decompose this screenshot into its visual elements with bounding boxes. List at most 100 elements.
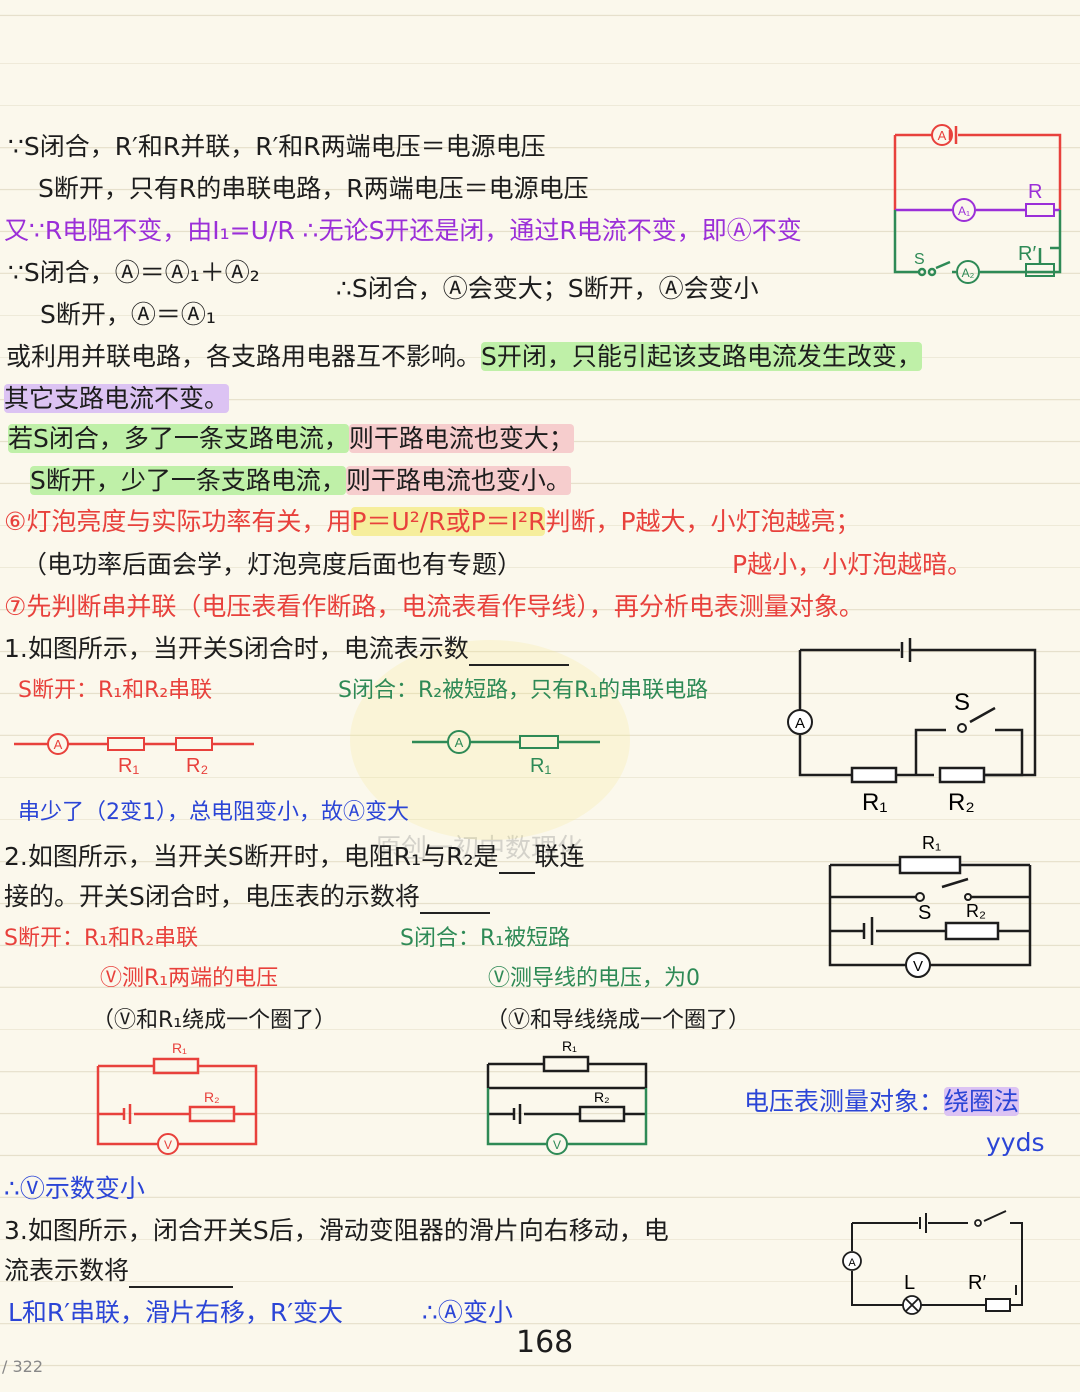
resistor-R2-icon <box>938 766 986 784</box>
q2-conclusion: ∴Ⓥ示数变小 <box>4 1174 145 1203</box>
line-6a: 或利用并联电路，各支路用电器互不影响。 <box>6 342 482 371</box>
line-7-text: 其它支路电流不变。 <box>4 384 230 413</box>
circuit-q3: A L R′ <box>842 1210 1023 1315</box>
label-R2: R₂ <box>186 755 208 777</box>
resistor-R1-icon <box>898 855 962 875</box>
line-10: ⑥灯泡亮度与实际功率有关，用P＝U²/R或P＝I²R判断，P越大，小灯泡越亮； <box>4 505 861 539</box>
ammeter-icon: A <box>787 709 813 735</box>
line-9: S断开，少了一条支路电流，则干路电流也变小。 <box>30 464 571 498</box>
ammeter-icon: A <box>447 730 471 754</box>
svg-text:V: V <box>913 958 923 975</box>
q1-conclusion: 串少了（2变1），总电阻变小，故Ⓐ变大 <box>18 800 409 825</box>
ammeter-A1-icon: A₁ <box>952 198 976 222</box>
question-2-line1: 2.如图所示，当开关S断开时，电阻R₁与R₂是 联连 <box>4 840 585 874</box>
voltmeter-tip: 电压表测量对象：绕圈法 <box>744 1085 1020 1119</box>
resistor-R1-icon <box>519 735 559 749</box>
voltmeter-icon: V <box>546 1133 568 1155</box>
label-R1: R₁ <box>562 1038 577 1054</box>
watermark: 原创一初中数理化 <box>375 834 584 864</box>
question-2-text-b: 接的。开关S闭合时，电压表的示数将 <box>4 882 420 911</box>
q2-open-measure: Ⓥ测R₁两端的电压 <box>100 966 279 991</box>
resistor-R-icon <box>1025 203 1055 217</box>
page-total: / 322 <box>2 1357 44 1376</box>
answer-blank <box>419 886 490 914</box>
rheostat-R-prime-icon <box>985 1298 1011 1312</box>
svg-text:V: V <box>553 1138 561 1152</box>
resistor-R2-icon <box>175 737 213 751</box>
resistor-R1-icon <box>542 1055 590 1073</box>
svg-text:A: A <box>848 1257 856 1269</box>
label-S: S <box>954 689 970 716</box>
q2-open-loop: （Ⓥ和R₁绕成一个圈了） <box>92 1008 337 1033</box>
line-12: ⑦先判断串并联（电压表看作断路，电流表看作导线），再分析电表测量对象。 <box>4 592 864 621</box>
q3-conclusion: ∴Ⓐ变小 <box>422 1298 513 1327</box>
switch-icon <box>974 1219 982 1227</box>
line-4b: ∴S闭合，Ⓐ会变大；S断开，Ⓐ会变小 <box>336 274 759 303</box>
label-R-prime: R′ <box>968 1272 986 1294</box>
label-S: S <box>914 251 925 268</box>
resistor-R1-icon <box>152 1057 200 1075</box>
line-8b: 则干路电流也变大； <box>348 424 574 453</box>
circuit-q1-open: A R₁ R₂ <box>14 733 254 777</box>
line-6: 或利用并联电路，各支路用电器互不影响。S开闭，只能引起该支路电流发生改变， <box>6 340 922 374</box>
q2-closed-loop: （Ⓥ和导线绕成一个圈了） <box>486 1008 751 1033</box>
line-10c: 判断，P越大，小灯泡越亮； <box>545 507 861 536</box>
line-4: ∵S闭合，Ⓐ＝Ⓐ₁＋Ⓐ₂ <box>8 258 260 287</box>
svg-text:A: A <box>54 737 63 752</box>
loop-method: 绕圈法 <box>944 1087 1020 1116</box>
svg-text:A: A <box>795 715 805 732</box>
ammeter-A2-icon: A₂ <box>956 260 980 284</box>
line-8a: 若S闭合，多了一条支路电流， <box>8 424 349 453</box>
line-10a: ⑥灯泡亮度与实际功率有关，用 <box>4 507 352 536</box>
question-3-text-b: 流表示数将 <box>4 1256 130 1285</box>
label-R-prime: R′ <box>1018 243 1036 265</box>
q1-open-note: S断开：R₁和R₂串联 <box>18 678 213 703</box>
label-R2: R₂ <box>948 789 975 816</box>
answer-blank <box>498 846 535 874</box>
svg-text:A₂: A₂ <box>962 266 975 280</box>
watermark-emoji <box>350 640 630 840</box>
label-R1: R₁ <box>530 755 551 777</box>
switch-S-icon <box>917 267 937 277</box>
label-R2: R₂ <box>204 1089 220 1105</box>
label-S: S <box>918 902 931 924</box>
yyds-note: yyds <box>986 1128 1045 1157</box>
circuit-q1-closed: A R₁ <box>412 730 600 777</box>
question-1: 1.如图所示，当开关S闭合时，电流表示数 <box>4 632 569 666</box>
line-3: 又∵R电阻不变，由I₁=U/R ∴无论S开还是闭，通过R电流不变，即Ⓐ不变 <box>4 216 802 245</box>
svg-text:V: V <box>164 1138 172 1152</box>
resistor-R2-icon <box>578 1105 626 1123</box>
rheostat-R-prime-icon <box>1025 263 1055 277</box>
ammeter-icon: A <box>842 1251 862 1271</box>
question-3-line1: 3.如图所示，闭合开关S后，滑动变阻器的滑片向右移动，电 <box>4 1216 669 1245</box>
line-9a: S断开，少了一条支路电流， <box>30 466 346 495</box>
line-2: S断开，只有R的串联电路，R两端电压＝电源电压 <box>38 174 589 203</box>
power-formula: P＝U²/R或P＝I²R <box>351 507 546 536</box>
resistor-R2-icon <box>188 1105 236 1123</box>
lamp-L-icon <box>902 1295 922 1315</box>
question-3-line2: 流表示数将 <box>4 1254 234 1288</box>
switch-icon <box>915 892 972 902</box>
page-number: 168 <box>516 1325 574 1360</box>
q1-closed-note: S闭合：R₂被短路，只有R₁的串联电路 <box>338 678 709 703</box>
line-7: 其它支路电流不变。 <box>4 382 230 416</box>
label-R1: R₁ <box>862 789 887 816</box>
question-2-text-a2: 联连 <box>534 842 585 871</box>
ammeter-A-icon: A <box>931 124 953 146</box>
circuit-q2: R₁ S R₂ V <box>828 833 1032 978</box>
line-6b: S开闭，只能引起该支路电流发生改变， <box>481 342 922 371</box>
q2-closed-note: S闭合：R₁被短路 <box>400 926 571 951</box>
question-2-text-a: 2.如图所示，当开关S断开时，电阻R₁与R₂是 <box>4 842 499 871</box>
circuit-q2-open: R₁ R₂ V <box>96 1040 258 1155</box>
voltmeter-icon: V <box>905 952 931 978</box>
label-L: L <box>904 1272 915 1294</box>
circuit-parallel: A A₁ R S A₂ R′ <box>893 124 1062 284</box>
answer-blank <box>129 1260 234 1288</box>
voltmeter-icon: V <box>157 1133 179 1155</box>
label-R2: R₂ <box>594 1089 610 1105</box>
label-R2: R₂ <box>966 901 986 921</box>
line-9b: 则干路电流也变小。 <box>345 466 571 495</box>
circuit-q2-closed: R₁ R₂ V <box>486 1038 648 1155</box>
ammeter-icon: A <box>47 733 69 755</box>
